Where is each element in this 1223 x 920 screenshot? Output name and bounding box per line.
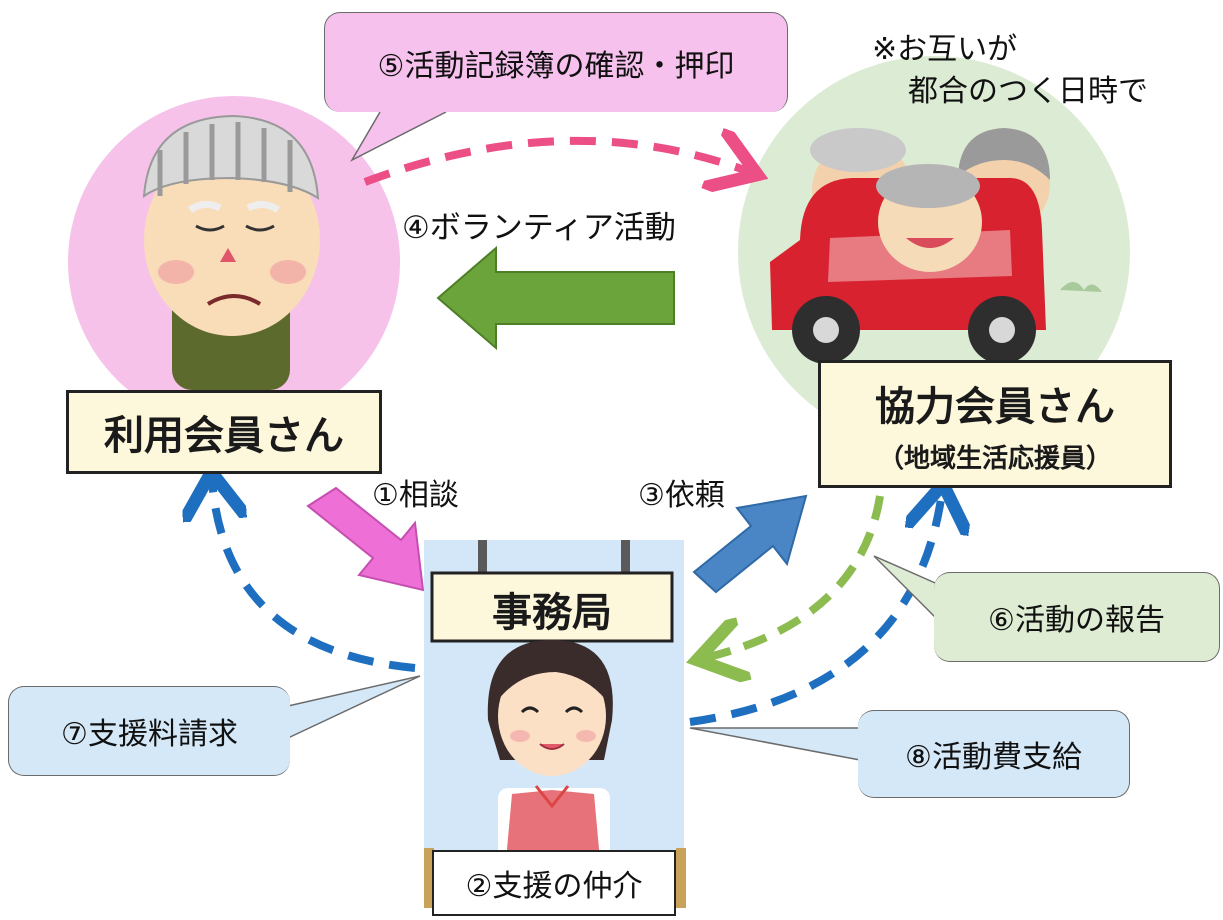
activity-report-bubble: ⑥活動の報告 (934, 572, 1220, 662)
bubble-tail-activity-report (873, 555, 943, 625)
record-check-bubble: ⑤活動記録簿の確認・押印 (324, 12, 788, 112)
consultation-arrow (306, 486, 425, 592)
intermediary-label: ②支援の仲介 (465, 869, 643, 904)
volunteer-activity-arrow (436, 245, 675, 351)
coop-members-car-illustration (770, 128, 1102, 364)
request-label: ③依頼 (638, 478, 725, 513)
bubble-tail-record-check (350, 111, 447, 162)
office-label: 事務局 (492, 590, 612, 636)
fee-billing-label: ⑦支援料請求 (61, 717, 238, 752)
intermediary-sign: ②支援の仲介 (432, 850, 676, 916)
schedule-note-line1: ※お互いが (872, 32, 1018, 67)
record-check-label: ⑤活動記録簿の確認・押印 (377, 48, 735, 84)
fee-billing-bubble: ⑦支援料請求 (8, 686, 290, 776)
schedule-note-line2: 都合のつく日時で (908, 74, 1148, 109)
bubble-tail-fee-billing (287, 675, 421, 739)
volunteer-activity-label: ④ボランティア活動 (402, 210, 676, 246)
fee-payment-dashed-arrow (689, 492, 942, 726)
user-member-box: 利用会員さん (66, 390, 382, 474)
elderly-user-illustration (142, 114, 320, 390)
record-check-dashed-arrow (363, 141, 750, 182)
office-sign-pole-right (621, 540, 630, 578)
fee-payment-bubble: ⑧活動費支給 (858, 710, 1130, 798)
fee-billing-dashed-arrow (212, 480, 416, 672)
user-member-label: 利用会員さん (104, 413, 344, 459)
fee-payment-label: ⑧活動費支給 (905, 740, 1082, 775)
intermediary-sign-post-right (676, 848, 686, 908)
coop-member-sublabel: （地域生活応援員） (877, 443, 1112, 474)
office-staff-illustration (487, 640, 613, 860)
coop-member-box: 協力会員さん （地域生活応援員） (818, 360, 1172, 488)
request-arrow (692, 494, 808, 594)
intermediary-sign-post-left (424, 848, 434, 908)
activity-report-label: ⑥活動の報告 (988, 603, 1165, 638)
bubble-tail-fee-payment (689, 727, 861, 761)
activity-report-dashed-arrow (705, 495, 884, 658)
office-sign-pole-left (478, 540, 487, 578)
consultation-label: ①相談 (372, 478, 459, 513)
coop-member-label: 協力会員さん (875, 383, 1115, 430)
